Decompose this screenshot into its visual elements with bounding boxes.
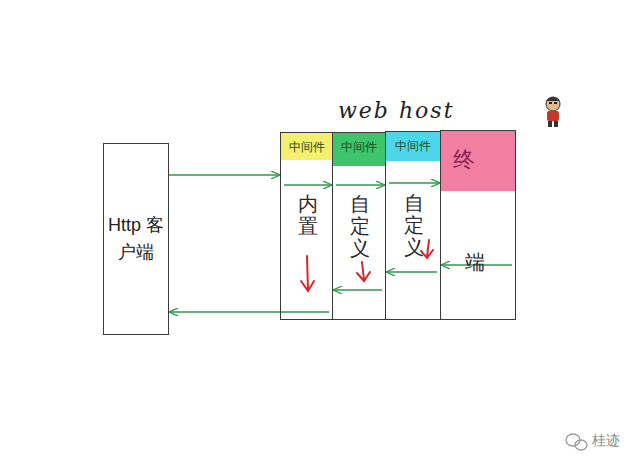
host-heading: web host (338, 98, 454, 123)
watermark: 桂迹 (592, 432, 620, 450)
header-label: 中间件 (333, 139, 385, 156)
person-icon (546, 97, 560, 127)
flow-arrow (336, 184, 385, 185)
middleware-column: 中间件内置 (280, 132, 333, 320)
header-label: 中间件 (386, 138, 440, 155)
header-band: 中间件 (386, 132, 440, 161)
middleware-column: 中间件自定义 (332, 132, 386, 320)
header-label: 中间件 (281, 139, 332, 156)
header-band: 终 (441, 131, 515, 191)
watermark-icon (566, 434, 587, 450)
flow-arrow (169, 311, 329, 312)
endpoint-header: 终 (453, 145, 475, 175)
flow-arrow (389, 182, 440, 183)
endpoint-label: 端 (465, 251, 485, 273)
host-region: web host中间件内置中间件自定义中间件自定义终端 (280, 132, 516, 320)
column-label: 内置 (298, 193, 318, 237)
header-band: 中间件 (281, 133, 332, 160)
middleware-column: 中间件自定义 (385, 131, 441, 320)
flow-arrow (284, 184, 332, 185)
flow-arrow (169, 174, 280, 175)
client-box: Http 客户端 (103, 143, 169, 335)
flow-arrow (333, 289, 382, 290)
client-label: Http 客户端 (104, 212, 168, 266)
header-band: 中间件 (333, 133, 385, 166)
column-label: 自定义 (350, 193, 370, 259)
endpoint-column: 终端 (440, 130, 516, 320)
column-label: 自定义 (404, 192, 424, 258)
flow-arrow (386, 271, 437, 272)
